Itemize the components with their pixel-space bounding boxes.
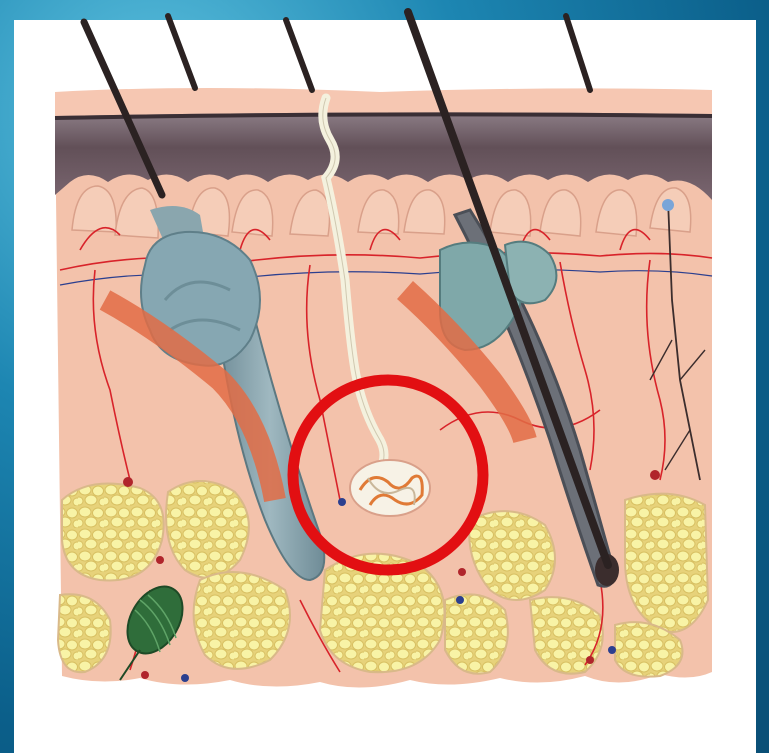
nerve-ending <box>662 199 674 211</box>
sweat-gland <box>350 460 430 516</box>
